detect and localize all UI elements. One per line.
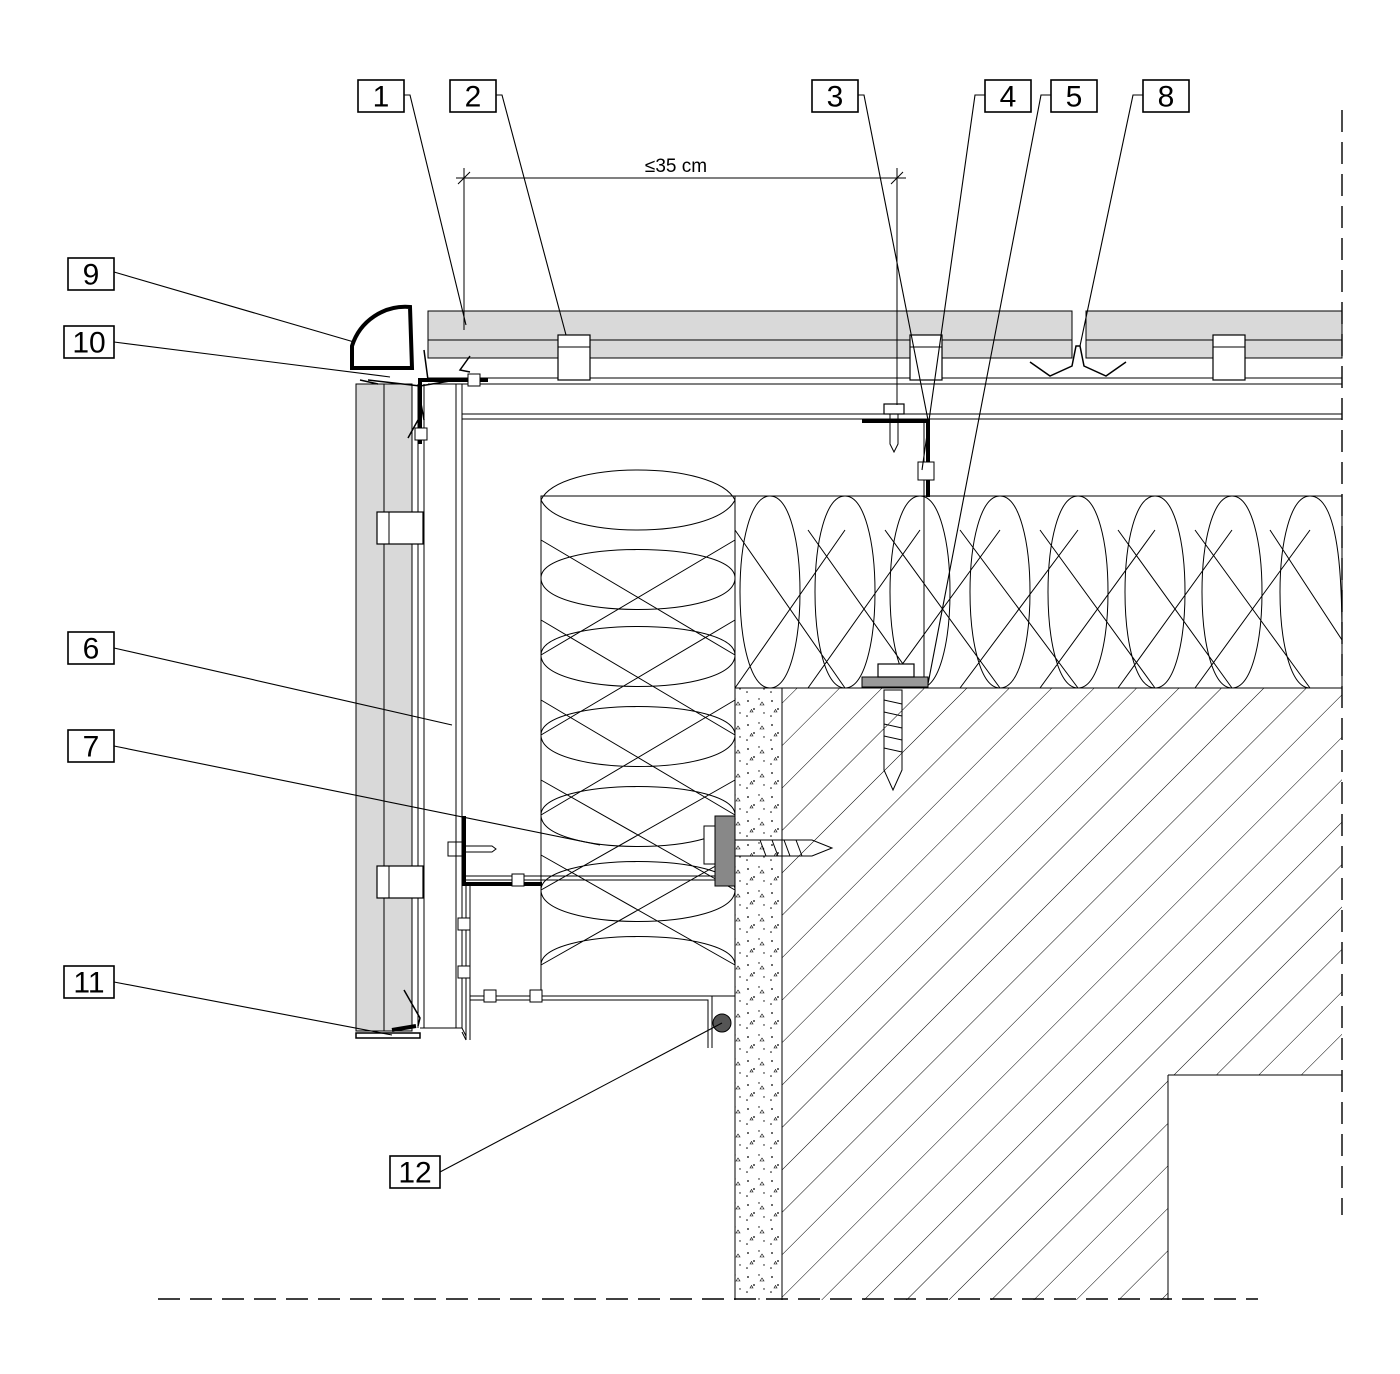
concrete-wall [781, 687, 1344, 1301]
callout-number: 3 [827, 81, 844, 114]
callout-box [63, 965, 115, 999]
callout-6: 6 [67, 631, 115, 666]
callout-box [357, 79, 405, 113]
corner-trim [350, 304, 488, 444]
callout-number: 7 [83, 731, 100, 764]
bottom-profile [355, 989, 467, 1039]
callout-box [67, 257, 115, 291]
callout-number: 9 [83, 259, 100, 292]
callout-4: 4 [984, 79, 1032, 114]
insulation-vertical [540, 469, 736, 997]
callout-number: 1 [373, 81, 390, 114]
upper-bracket [861, 403, 935, 792]
callout-number: 4 [1000, 81, 1017, 114]
leader-lines [113, 94, 1143, 1173]
callout-2: 2 [449, 79, 497, 114]
callout-3: 3 [811, 79, 859, 114]
callout-number: 12 [398, 1157, 431, 1190]
callout-number: 11 [73, 967, 104, 1000]
callout-box [449, 79, 497, 113]
callout-box [67, 729, 115, 763]
callout-box [811, 79, 859, 113]
insulation-horizontal [734, 495, 1343, 689]
callout-5: 5 [1050, 79, 1098, 114]
callout-number: 6 [83, 633, 100, 666]
callout-box [984, 79, 1032, 113]
dimension-label: ≤35 cm [645, 156, 707, 177]
callout-number: 5 [1066, 81, 1083, 114]
dimension-35cm: ≤35 cm [456, 156, 906, 405]
callout-8: 8 [1142, 79, 1190, 114]
callout-box [1050, 79, 1098, 113]
callout-box [389, 1155, 441, 1189]
callout-9: 9 [67, 257, 115, 292]
render-layer [734, 688, 782, 1300]
callout-10: 10 [63, 325, 115, 360]
callout-7: 7 [67, 729, 115, 764]
callout-box [1142, 79, 1190, 113]
callout-12: 12 [389, 1155, 441, 1190]
lower-bracket [447, 815, 834, 1048]
facade-panels [355, 383, 463, 1032]
soffit-panels [427, 310, 1343, 420]
callout-number: 2 [465, 81, 482, 114]
callout-box [63, 325, 115, 359]
callout-1: 1 [357, 79, 405, 114]
callout-11: 11 [63, 965, 115, 1000]
callout-number: 8 [1158, 81, 1175, 114]
callout-box [67, 631, 115, 665]
callout-number: 10 [72, 327, 105, 360]
